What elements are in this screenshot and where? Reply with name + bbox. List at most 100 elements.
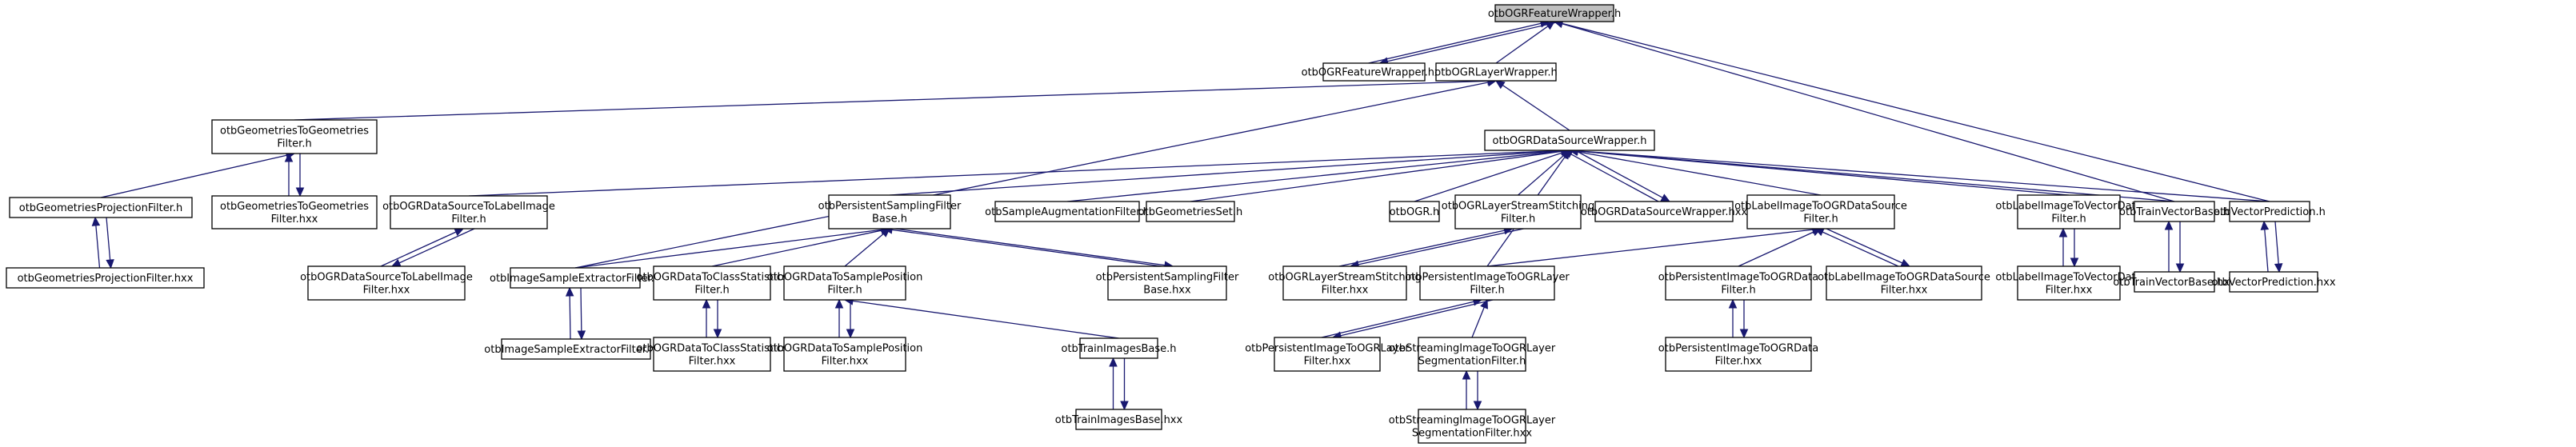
- node-box: [9, 197, 193, 218]
- node-box: [828, 194, 951, 229]
- node-label: otbOGRDataToSamplePosition: [767, 272, 923, 284]
- edge-line: [100, 154, 287, 198]
- node-box: [1107, 265, 1227, 301]
- edge-line: [889, 150, 1562, 196]
- arrowhead-icon: [1109, 357, 1118, 367]
- node-label: otbTrainImagesBase.h: [1061, 343, 1176, 355]
- file-node-isef-h[interactable]: otbImageSampleExtractorFilter.h: [490, 267, 661, 289]
- file-node-lw-h[interactable]: otbOGRLayerWrapper.h: [1434, 62, 1558, 82]
- edge-line: [1502, 85, 1570, 131]
- edges-layer: [91, 19, 2283, 411]
- arrowhead-icon: [2070, 257, 2079, 268]
- file-node-vp-hxx[interactable]: otbVectorPrediction.hxx: [2211, 271, 2336, 293]
- file-node-si2ls-h[interactable]: otbStreamingImageToOGRLayerSegmentationF…: [1389, 337, 1556, 372]
- edge-line: [844, 233, 884, 267]
- node-label: otbPersistentImageToOGRLayer: [1245, 343, 1410, 355]
- file-node-isef-hxx[interactable]: otbImageSampleExtractorFilter.hxx: [484, 338, 668, 360]
- edge-line: [574, 82, 1489, 269]
- dependency-edge: [1814, 228, 1899, 267]
- dependency-edge: [834, 298, 844, 337]
- node-label: Filter.h: [1501, 214, 1535, 225]
- arrowhead-icon: [834, 298, 844, 309]
- file-node-tib-hxx[interactable]: otbTrainImagesBase.hxx: [1055, 409, 1183, 430]
- file-node-dsw-hxx[interactable]: otbOGRDataSourceWrapper.hxx: [1581, 201, 1748, 222]
- dependency-edge: [1120, 358, 1129, 411]
- node-label: Filter.h: [1803, 214, 1838, 225]
- file-node-tvb-h[interactable]: otbTrainVectorBase.h: [2119, 201, 2230, 222]
- node-label: otbPersistentSamplingFilter: [818, 201, 962, 213]
- node-label: otbTrainVectorBase.hxx: [2113, 277, 2236, 289]
- arrowhead-icon: [702, 298, 711, 309]
- node-label: otbPersistentImageToOGRData: [1658, 272, 1818, 284]
- node-box: [1282, 265, 1407, 301]
- file-node-fw-h: otbOGRFeatureWrapper.h: [1488, 4, 1621, 22]
- node-box: [1665, 337, 1812, 372]
- file-node-gpf-h[interactable]: otbGeometriesProjectionFilter.h: [9, 197, 193, 218]
- node-label: otbLabelImageToOGRDataSource: [1734, 201, 1907, 213]
- file-node-vp-h[interactable]: otbVectorPrediction.h: [2214, 201, 2326, 222]
- node-label: Filter.hxx: [689, 356, 736, 368]
- arrowhead-icon: [1739, 329, 1749, 339]
- node-label: SegmentationFilter.h: [1418, 356, 1526, 368]
- node-label: otbOGRDataSourceToLabelImage: [382, 201, 555, 213]
- dependency-edge: [711, 226, 891, 267]
- dependency-edge: [565, 286, 574, 340]
- file-node-ogr-h[interactable]: otbOGR.h: [1389, 201, 1440, 222]
- nodes-layer: otbOGRFeatureWrapper.h otbOGRFeatureWrapp…: [6, 4, 2336, 444]
- node-label: otbOGR.h: [1390, 206, 1440, 218]
- dependency-edge: [574, 78, 1498, 269]
- dependency-edge: [1739, 299, 1749, 339]
- node-label: otbGeometriesProjectionFilter.hxx: [18, 273, 194, 285]
- node-box: [2017, 265, 2121, 301]
- node-label: Filter.h: [1721, 285, 1755, 297]
- node-label: otbLabelImageToVectorData: [1995, 201, 2142, 213]
- file-node-gs-h[interactable]: otbGeometriesSet.h: [1138, 201, 1243, 222]
- dependency-edge: [1738, 228, 1822, 267]
- file-node-si2ls-hxx[interactable]: otbStreamingImageToOGRLayerSegmentationF…: [1389, 409, 1556, 444]
- file-node-gpf-hxx[interactable]: otbGeometriesProjectionFilter.hxx: [6, 267, 205, 289]
- node-box: [1322, 62, 1426, 82]
- file-node-tvb-hxx[interactable]: otbTrainVectorBase.hxx: [2113, 271, 2236, 293]
- dependency-edge: [1486, 225, 1822, 267]
- node-label: otbTrainImagesBase.hxx: [1055, 414, 1183, 426]
- edge-line: [1486, 229, 1814, 267]
- node-label: otbStreamingImageToOGRLayer: [1389, 343, 1556, 355]
- file-node-fw-hxx[interactable]: otbOGRFeatureWrapper.hxx: [1302, 62, 1447, 82]
- file-node-saf-h[interactable]: otbSampleAugmentationFilter.h: [985, 201, 1150, 222]
- edge-line: [1574, 150, 1663, 198]
- file-node-dsw-h[interactable]: otbOGRDataSourceWrapper.h: [1484, 130, 1655, 151]
- file-node-tib-h[interactable]: otbTrainImagesBase.h: [1061, 337, 1177, 359]
- node-box: [211, 119, 378, 154]
- edge-line: [1321, 301, 1474, 338]
- arrowhead-icon: [713, 329, 722, 339]
- node-label: otbImageSampleExtractorFilter.h: [490, 273, 661, 285]
- edge-line: [1577, 151, 1822, 196]
- edge-line: [2274, 221, 2279, 265]
- node-label: Filter.h: [694, 285, 729, 297]
- arrowhead-icon: [2058, 227, 2068, 237]
- node-label: otbOGRDataSourceWrapper.hxx: [1581, 206, 1748, 218]
- node-box: [2134, 201, 2215, 222]
- node-label: Filter.hxx: [1322, 285, 1369, 297]
- node-box: [1594, 201, 1734, 222]
